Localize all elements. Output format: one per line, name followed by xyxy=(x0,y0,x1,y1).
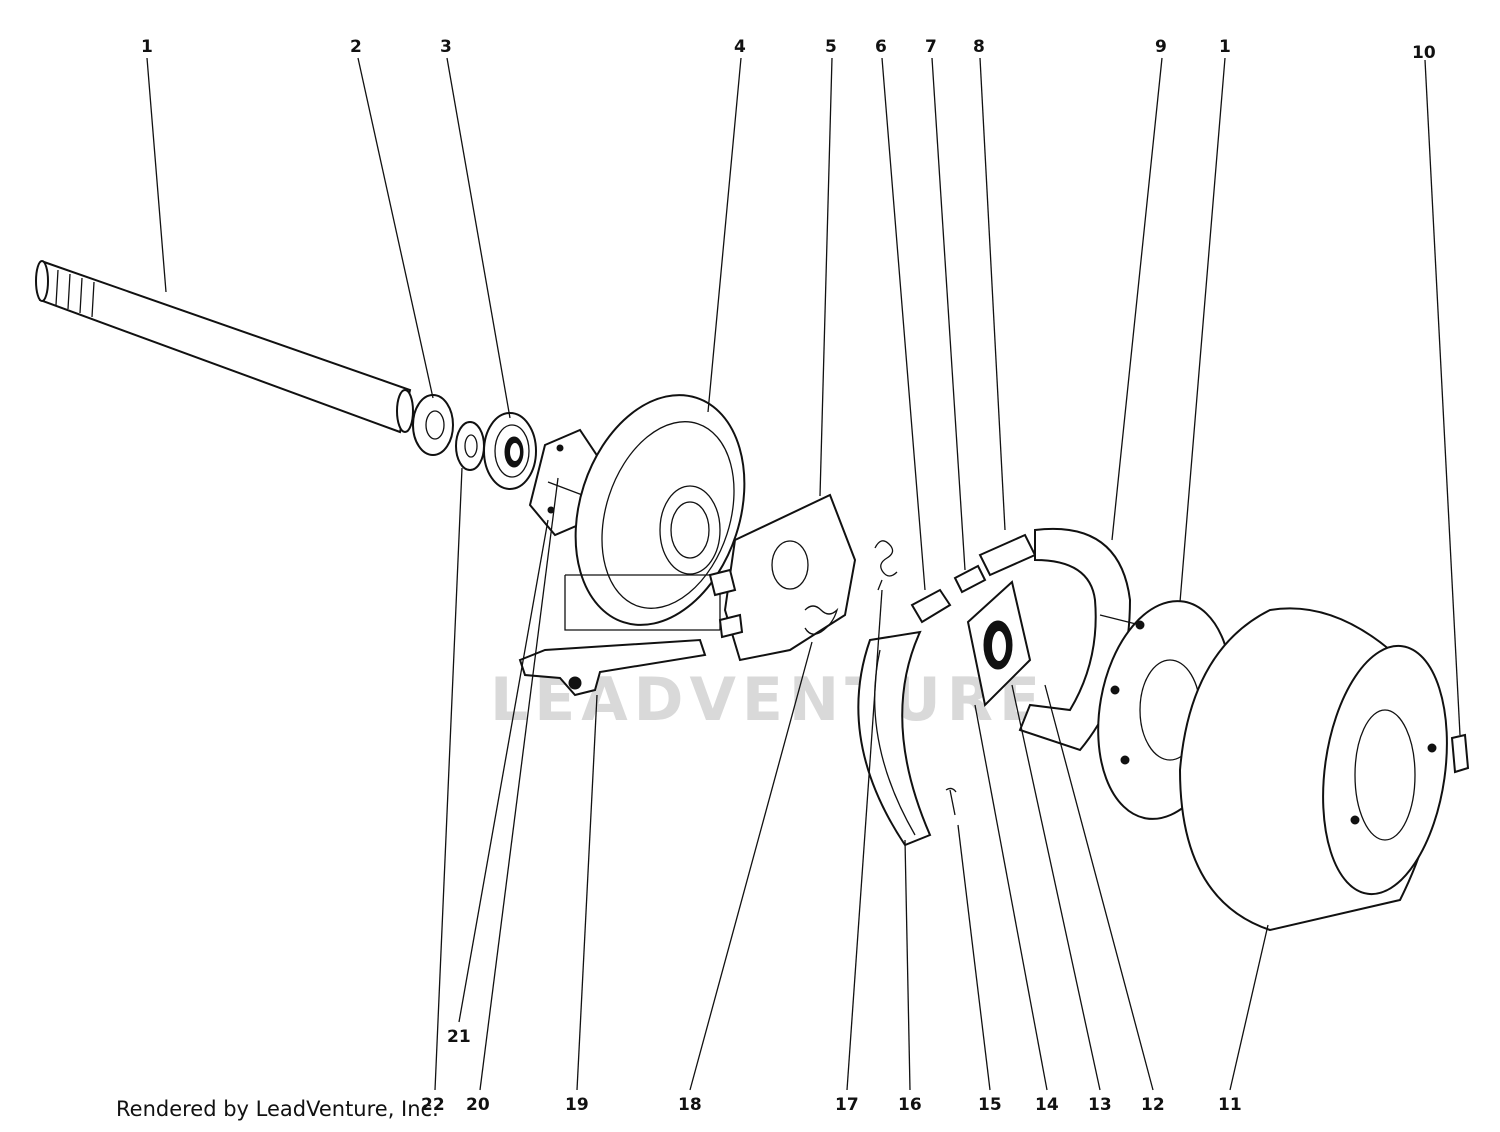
leader-lines xyxy=(146,57,1461,1091)
brake-drum xyxy=(1178,607,1448,932)
grease-fitting xyxy=(1450,733,1470,774)
spacer-ring xyxy=(455,421,485,471)
anchor-bracket xyxy=(708,493,857,662)
callout-3: 3 xyxy=(440,37,452,57)
render-credit: Rendered by LeadVenture, Inc. xyxy=(116,1097,439,1121)
callout-7: 7 xyxy=(925,37,937,57)
callout-2: 2 xyxy=(350,37,362,57)
callout-17: 17 xyxy=(835,1095,859,1115)
callout-9: 9 xyxy=(1155,37,1167,57)
callout-12: 12 xyxy=(1141,1095,1165,1115)
callout-11: 11 xyxy=(1218,1095,1242,1115)
callout-5: 5 xyxy=(825,37,837,57)
return-spring-18 xyxy=(804,605,839,635)
callout-16: 16 xyxy=(898,1095,922,1115)
backing-plate xyxy=(564,394,746,631)
bearing xyxy=(483,412,537,490)
axle-shaft xyxy=(35,260,414,434)
callout-6: 6 xyxy=(875,37,887,57)
callout-20: 20 xyxy=(466,1095,490,1115)
wheel-cylinder xyxy=(978,533,1037,577)
callout-15: 15 xyxy=(978,1095,1002,1115)
callout-21: 21 xyxy=(447,1027,471,1047)
callout-1-shaft: 1 xyxy=(141,37,153,57)
callout-labels: 1 2 3 4 5 6 7 8 9 1 10 11 12 13 14 15 16… xyxy=(141,37,1436,1115)
callout-8: 8 xyxy=(973,37,985,57)
hold-down-pin xyxy=(945,787,957,816)
callout-14: 14 xyxy=(1035,1095,1059,1115)
callout-22: 22 xyxy=(421,1095,445,1115)
seal-ring xyxy=(412,394,454,456)
callout-13: 13 xyxy=(1088,1095,1112,1115)
callout-19: 19 xyxy=(565,1095,589,1115)
return-spring-17 xyxy=(874,540,898,591)
brake-shoe-lower xyxy=(857,630,932,847)
callout-10: 10 xyxy=(1412,43,1436,63)
adjuster-assembly xyxy=(910,564,987,624)
callout-4: 4 xyxy=(734,37,746,57)
callout-1-hub: 1 xyxy=(1219,37,1231,57)
brake-lever xyxy=(518,638,707,697)
callout-18: 18 xyxy=(678,1095,702,1115)
cover-plate xyxy=(966,580,1032,708)
